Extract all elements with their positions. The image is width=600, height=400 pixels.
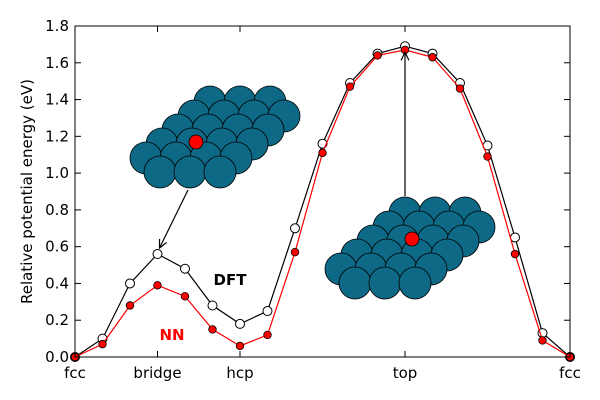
arrow-head [400, 50, 410, 61]
arrow-head [158, 239, 167, 250]
atom [203, 155, 237, 189]
plot-frame [74, 25, 571, 358]
data-point-nn [455, 84, 465, 93]
nn-label: NN [159, 326, 184, 344]
data-point-nn [235, 341, 245, 351]
data-point-nn [125, 301, 135, 310]
atom [173, 155, 207, 189]
adsorbate-atom [404, 231, 420, 247]
top-arrow [400, 50, 410, 196]
y-tick-label: 0.8 [45, 201, 69, 219]
data-point-nn [180, 292, 190, 301]
data-point-nn [208, 325, 217, 334]
y-tick-label: 0.2 [45, 311, 69, 329]
x-tick-label: bridge [133, 364, 181, 382]
data-point-dft [207, 300, 218, 311]
data-point-nn [263, 330, 272, 340]
data-point-dft [180, 263, 190, 274]
y-tick-label: 1.0 [45, 164, 69, 182]
x-tick-label: hcp [226, 364, 253, 382]
data-point-dft [152, 249, 163, 260]
y-tick-label: 1.6 [45, 54, 69, 72]
data-point-dft [262, 306, 273, 317]
y-tick-label: 0.6 [45, 238, 69, 256]
bridge-site-cluster [129, 85, 301, 189]
data-point-nn [98, 339, 107, 349]
data-point-nn [318, 148, 327, 158]
data-point-nn [538, 336, 547, 345]
y-tick-label: 1.8 [45, 17, 69, 35]
bridge-arrow [158, 189, 189, 250]
atom [143, 155, 177, 189]
y-tick-label: 1.2 [45, 127, 69, 145]
data-point-nn [483, 152, 492, 161]
x-tick-label: fcc [559, 364, 581, 382]
data-point-dft [235, 318, 245, 329]
dft-label: DFT [214, 271, 248, 289]
plot-area [75, 26, 570, 357]
adsorbate-atom [188, 134, 204, 150]
data-point-nn [373, 51, 382, 60]
data-point-dft [510, 232, 520, 243]
data-point-nn [345, 82, 355, 91]
x-tick-label: fcc [64, 364, 86, 382]
data-point-nn [290, 247, 300, 257]
data-point-nn [510, 249, 520, 259]
atom [398, 266, 432, 300]
data-point-dft [290, 223, 300, 234]
arrow-shaft [158, 189, 189, 249]
y-tick-label: 0.4 [45, 274, 69, 292]
data-point-nn [153, 281, 162, 290]
y-tick-label: 0.0 [45, 348, 69, 366]
y-axis-title: Relative potential energy (eV) [18, 79, 36, 304]
atom [368, 266, 402, 300]
data-point-nn [428, 53, 437, 62]
y-tick-label: 1.4 [45, 91, 69, 109]
data-point-dft [125, 278, 135, 289]
atom [338, 266, 372, 300]
top-site-cluster [324, 196, 496, 300]
x-tick-label: top [393, 364, 418, 382]
